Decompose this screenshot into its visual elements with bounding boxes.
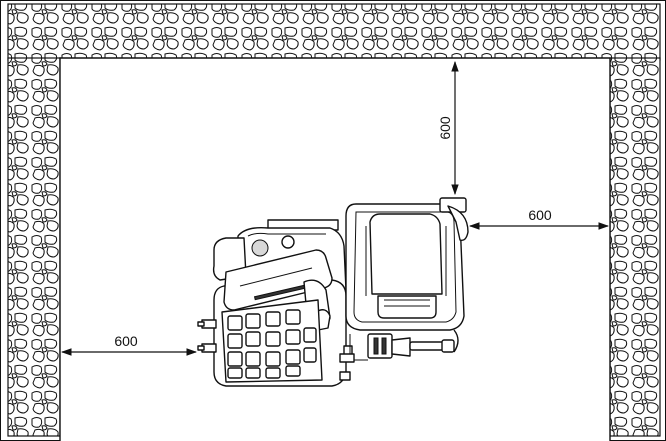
pedal-grid <box>221 299 323 383</box>
dimension-right-label: 600 <box>528 207 552 223</box>
wall-inner-edge <box>59 57 611 441</box>
tire-changer-machine-icon <box>197 197 469 387</box>
balancer-shaft <box>367 329 459 359</box>
wall-right <box>609 57 661 437</box>
wall-top <box>7 3 661 61</box>
dimension-top-label: 600 <box>437 116 453 140</box>
dimension-left-label: 600 <box>114 333 138 349</box>
wall-left <box>7 57 61 437</box>
dimension-top: 600 <box>437 60 459 196</box>
dimension-right: 600 <box>468 207 610 230</box>
dimension-left: 600 <box>60 333 198 356</box>
